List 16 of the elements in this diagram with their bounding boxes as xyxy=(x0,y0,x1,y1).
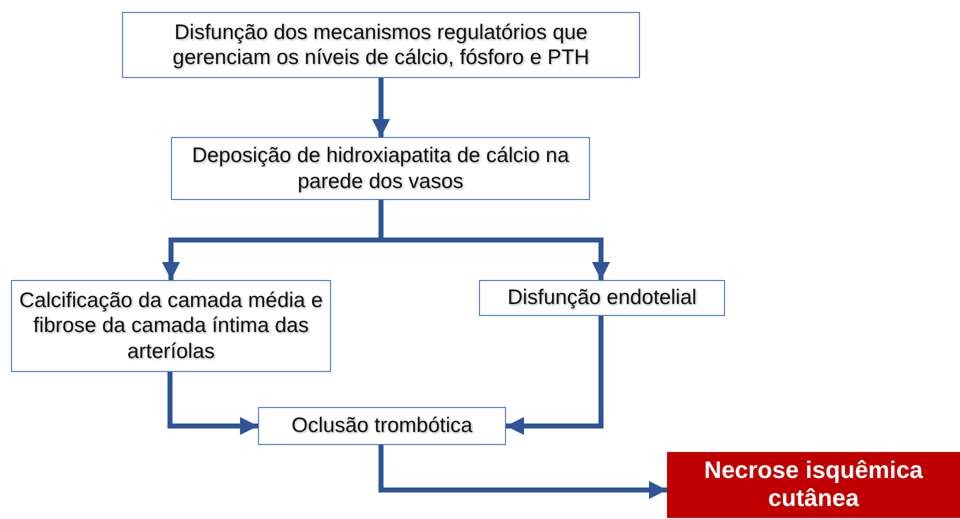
arrow xyxy=(372,78,390,137)
box-text: Necrose isquêmica cutânea xyxy=(703,457,924,513)
arrow xyxy=(378,445,667,499)
outcome-box xyxy=(667,452,960,518)
process-box xyxy=(122,12,640,78)
process-box xyxy=(479,280,725,316)
arrow xyxy=(168,372,258,435)
box-text: Disfunção dos mecanismos regulatórios que gerenciam os níveis de cálcio, fósforo e PTH xyxy=(172,20,590,70)
box-text: Disfunção endotelial xyxy=(507,285,697,311)
arrow xyxy=(506,316,604,435)
process-box xyxy=(11,280,331,372)
box-text: Oclusão trombótica xyxy=(292,413,472,439)
box-text: Calcificação da camada média e fibrose da camada íntima das arteríolas xyxy=(18,288,324,364)
box-text: Deposição de hidroxiapatita de cálcio na parede dos vasos xyxy=(190,143,570,194)
process-box xyxy=(258,407,506,445)
process-box xyxy=(171,137,590,200)
